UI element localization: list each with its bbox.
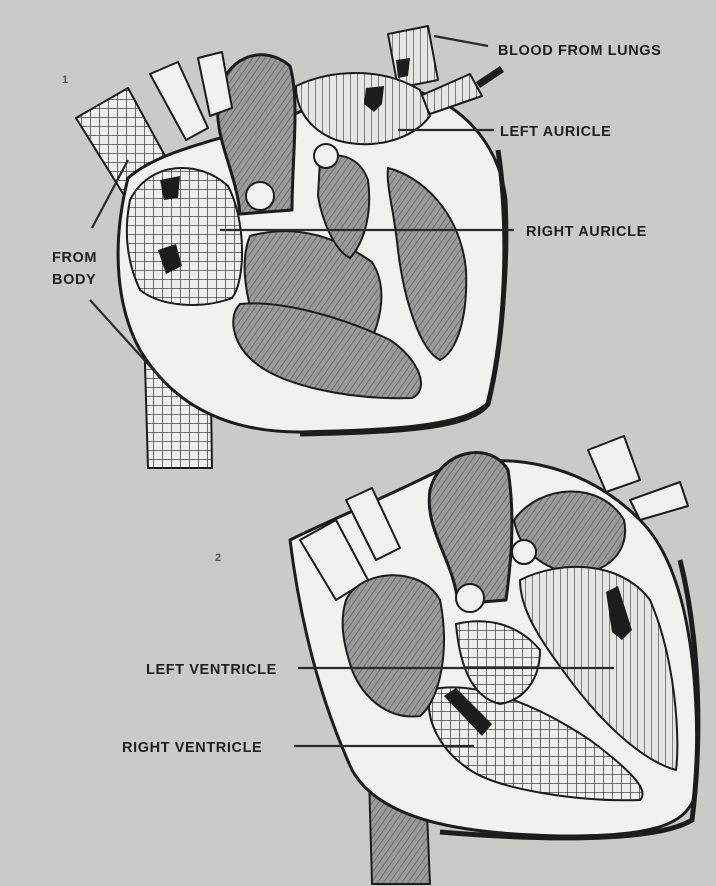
label-from-body-line1: FROM: [52, 250, 97, 266]
label-right-auricle: RIGHT AURICLE: [526, 224, 647, 240]
label-left-auricle: LEFT AURICLE: [500, 124, 611, 140]
aorta-1-branch-b: [198, 52, 232, 116]
label-right-ventricle: RIGHT VENTRICLE: [122, 740, 262, 756]
valve-2b: [512, 540, 536, 564]
vessel-2d: [630, 482, 688, 520]
valve-1a: [314, 144, 338, 168]
valve-2a: [456, 584, 484, 612]
figure-2-number: 2: [215, 552, 221, 564]
flow-arrow-in: [476, 66, 504, 88]
valve-1b: [246, 182, 274, 210]
figure-2-heart: [290, 436, 698, 884]
label-from-body-line2: BODY: [52, 272, 96, 288]
aorta-1-branch-a: [150, 62, 208, 140]
figure-1-number: 1: [62, 74, 68, 86]
right-auricle-1: [127, 168, 242, 305]
figure-1-heart: [76, 26, 507, 468]
leader-blood-from-lungs: [434, 36, 488, 46]
label-blood-from-lungs: BLOOD FROM LUNGS: [498, 43, 661, 59]
flow-arrow-1d: [396, 58, 410, 78]
label-left-ventricle: LEFT VENTRICLE: [146, 662, 277, 678]
vessel-2c: [588, 436, 640, 492]
